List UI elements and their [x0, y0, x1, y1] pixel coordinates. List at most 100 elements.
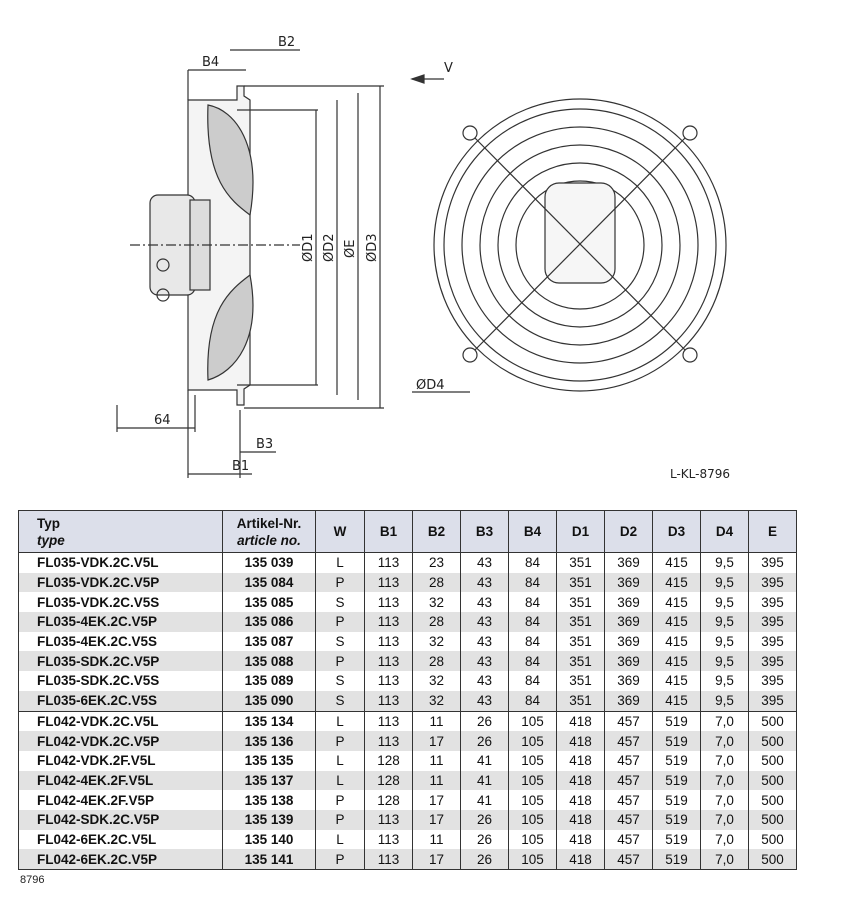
cell-value: L: [315, 829, 365, 850]
cell-value: 415: [652, 572, 701, 593]
cell-value: 105: [508, 829, 557, 850]
cell-value: 351: [556, 651, 605, 672]
cell-value: 105: [508, 790, 557, 810]
cell-value: 9,5: [700, 631, 749, 652]
cell-value: S: [315, 690, 365, 711]
label-b1: B1: [232, 459, 249, 474]
cell-value: 500: [748, 710, 797, 732]
cell-value: 7,0: [700, 731, 749, 751]
cell-value: 23: [412, 552, 461, 573]
cell-value: 418: [556, 829, 605, 850]
drawing-ref: L-KL-8796: [670, 467, 730, 481]
cell-value: 418: [556, 750, 605, 771]
cell-value: 113: [364, 731, 413, 751]
cell-value: 128: [364, 790, 413, 810]
cell-value: 418: [556, 809, 605, 830]
header-article-de: Artikel-Nr.: [236, 515, 302, 531]
cell-value: 9,5: [700, 572, 749, 593]
cell-value: 369: [604, 671, 653, 691]
cell-type: FL042-4EK.2F.V5L: [18, 770, 223, 791]
cell-value: 519: [652, 849, 701, 871]
cell-article: 135 137: [222, 770, 316, 791]
cell-value: 7,0: [700, 809, 749, 830]
cell-value: 43: [460, 592, 509, 613]
cell-value: S: [315, 671, 365, 691]
label-64: 64: [154, 413, 171, 428]
cell-value: 369: [604, 552, 653, 573]
cell-value: 84: [508, 651, 557, 672]
cell-value: 395: [748, 612, 797, 632]
cell-type: FL042-SDK.2C.V5P: [18, 809, 223, 830]
cell-value: P: [315, 790, 365, 810]
cell-value: 457: [604, 710, 653, 732]
cell-type: FL035-VDK.2C.V5S: [18, 592, 223, 613]
cell-article: 135 089: [222, 671, 316, 691]
cell-value: 457: [604, 750, 653, 771]
cell-value: 457: [604, 829, 653, 850]
cell-article: 135 039: [222, 552, 316, 573]
cell-value: 32: [412, 690, 461, 711]
cell-value: 113: [364, 552, 413, 573]
label-b4: B4: [202, 55, 219, 70]
cell-value: 418: [556, 770, 605, 791]
cell-value: 41: [460, 790, 509, 810]
cell-value: 457: [604, 790, 653, 810]
cell-value: 415: [652, 612, 701, 632]
cell-value: 418: [556, 849, 605, 871]
cell-value: 500: [748, 731, 797, 751]
cell-value: 369: [604, 612, 653, 632]
cell-value: 9,5: [700, 552, 749, 573]
cell-value: 500: [748, 849, 797, 871]
cell-value: 395: [748, 592, 797, 613]
cell-article: 135 139: [222, 809, 316, 830]
cell-value: 32: [412, 631, 461, 652]
label-e: ØE: [343, 240, 358, 258]
cell-value: 28: [412, 572, 461, 593]
fan-dimension-drawing: B2 B4 V ØD1 ØD2 ØE ØD3 ØD4 64 B3 B1 L-KL…: [116, 35, 730, 481]
cell-value: 369: [604, 690, 653, 711]
cell-value: 113: [364, 710, 413, 732]
cell-value: 351: [556, 592, 605, 613]
cell-value: 7,0: [700, 750, 749, 771]
cell-type: FL035-SDK.2C.V5S: [18, 671, 223, 691]
header-b1: B1: [364, 510, 413, 553]
cell-value: 395: [748, 631, 797, 652]
cell-article: 135 136: [222, 731, 316, 751]
cell-value: 113: [364, 671, 413, 691]
cell-value: 113: [364, 651, 413, 672]
cell-value: 43: [460, 612, 509, 632]
header-type-en: type: [37, 532, 65, 548]
cell-article: 135 140: [222, 829, 316, 850]
cell-value: 351: [556, 572, 605, 593]
header-d1: D1: [556, 510, 605, 553]
cell-value: 415: [652, 651, 701, 672]
cell-value: 9,5: [700, 651, 749, 672]
cell-value: 113: [364, 612, 413, 632]
cell-article: 135 134: [222, 710, 316, 732]
cell-value: 11: [412, 710, 461, 732]
cell-value: 105: [508, 750, 557, 771]
cell-value: 457: [604, 731, 653, 751]
cell-value: 28: [412, 612, 461, 632]
cell-value: 105: [508, 809, 557, 830]
cell-value: 11: [412, 770, 461, 791]
cell-value: 105: [508, 849, 557, 871]
cell-value: 351: [556, 631, 605, 652]
cell-value: 500: [748, 829, 797, 850]
cell-value: 113: [364, 572, 413, 593]
cell-type: FL042-4EK.2F.V5P: [18, 790, 223, 810]
header-article-en: article no.: [237, 532, 301, 548]
cell-type: FL035-4EK.2C.V5S: [18, 631, 223, 652]
cell-value: 369: [604, 631, 653, 652]
cell-value: 113: [364, 849, 413, 871]
label-b3: B3: [256, 437, 273, 452]
cell-type: FL035-4EK.2C.V5P: [18, 612, 223, 632]
cell-value: 457: [604, 770, 653, 791]
cell-value: 113: [364, 829, 413, 850]
cell-value: 519: [652, 829, 701, 850]
cell-article: 135 088: [222, 651, 316, 672]
